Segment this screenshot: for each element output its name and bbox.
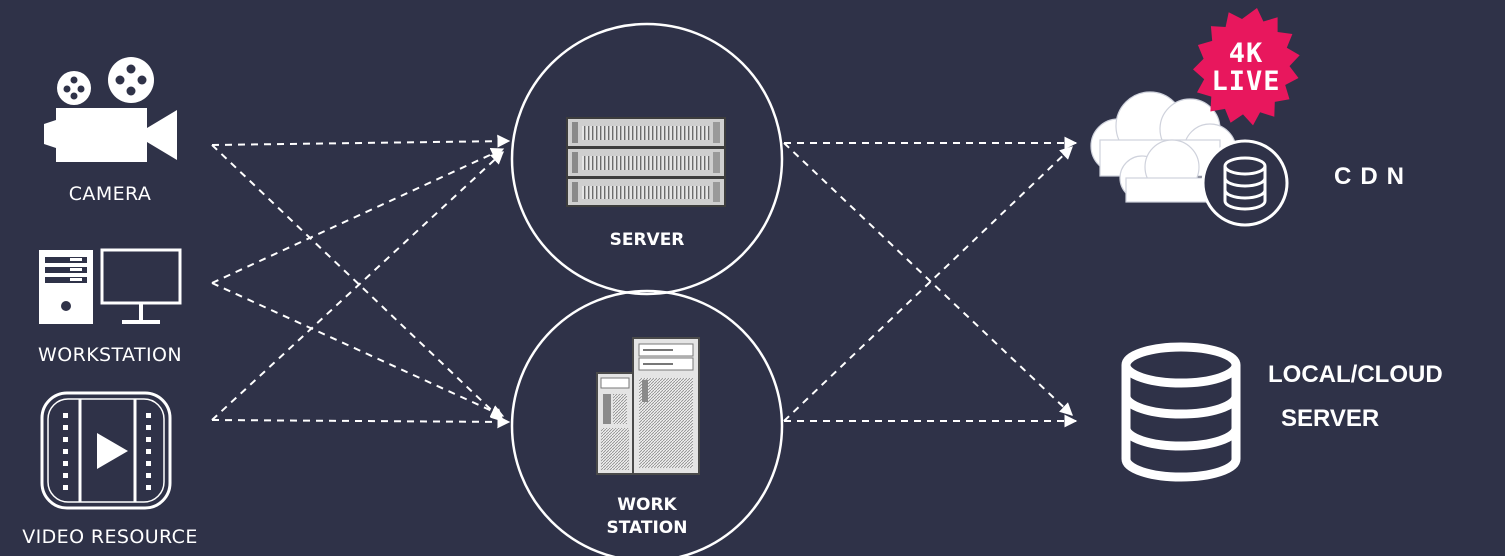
connection-workstation-hub-cdn [783,146,1073,422]
connection-server-storage [783,142,1073,416]
cloud-icon [1090,91,1289,227]
video-resource-label: VIDEO RESOURCE [22,526,198,548]
video-resource-icon [40,391,172,510]
storage-label-line1: LOCAL/CLOUD [1268,361,1443,388]
connection-video-workstation-hub [211,415,511,429]
workstation-hub-label-line1: WORK [617,495,677,515]
connection-video-server [211,151,504,421]
destination-connections [783,136,1078,428]
workstation-hub-label-line2: STATION [606,518,688,538]
badge-starburst [1193,8,1300,126]
server-hub-label: SERVER [609,230,685,250]
rack-server-icon [566,117,726,207]
source-connections [211,134,511,429]
camera-label: CAMERA [68,183,152,205]
server-hub-circle [510,22,784,296]
storage-label-line2: SERVER [1281,405,1380,432]
connection-workstation-workstation-hub [211,282,505,418]
badge-4k-text: 4K [1228,38,1264,69]
workstation-label: WORKSTATION [38,344,182,366]
workstation-icon [39,248,182,324]
connection-camera-workstation-hub [211,144,504,422]
cdn-database-badge [1201,139,1289,227]
badge-live-text: LIVE [1211,66,1281,97]
camera-icon [44,57,177,162]
connection-camera-server [211,134,511,148]
workstation-hub-circle [510,289,784,556]
storage-database-icon [1121,342,1241,482]
connection-workstation-server [211,147,505,284]
cdn-label: CDN [1334,163,1413,190]
workstation-tower-icon [596,337,700,475]
